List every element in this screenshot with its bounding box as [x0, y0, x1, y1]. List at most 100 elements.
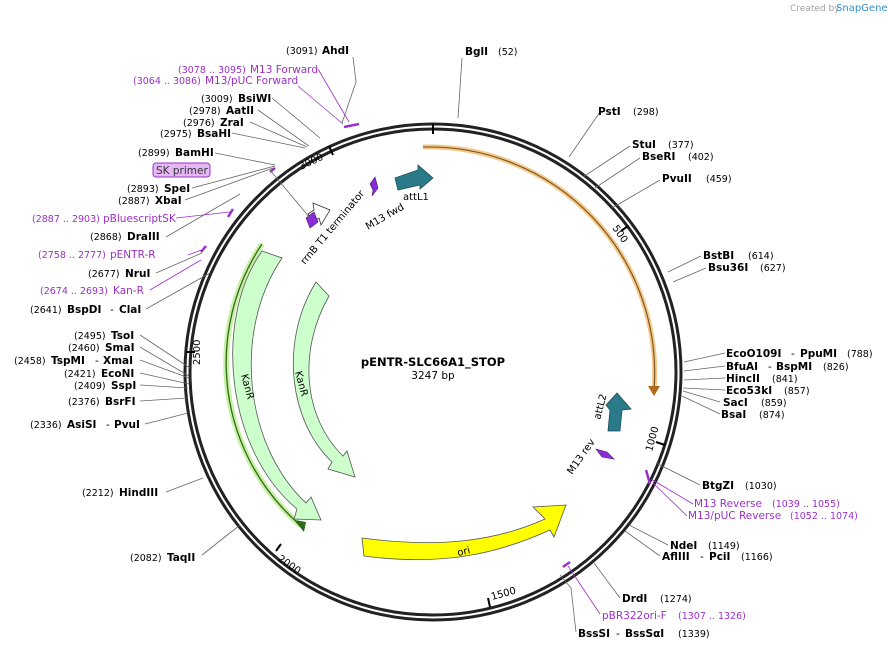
svg-text:(1039 .. 1055): (1039 .. 1055): [772, 499, 840, 510]
primer-label-m13-forward[interactable]: (3078 .. 3095) M13 Forward: [178, 64, 318, 76]
enzyme-label-saci[interactable]: SacI(859): [723, 397, 787, 409]
svg-text:(2887 .. 2903): (2887 .. 2903): [32, 214, 100, 225]
svg-text:(1307 .. 1326): (1307 .. 1326): [678, 611, 746, 622]
enzyme-label-afliii[interactable]: AflIII-PciI(1166): [662, 551, 773, 563]
svg-text:-: -: [700, 551, 704, 563]
svg-text:(2975): (2975): [160, 129, 192, 140]
kanr-inner-feature-arrow: [293, 281, 356, 478]
primer-label-pbr322ori-f[interactable]: pBR322ori-F (1307 .. 1326): [602, 610, 746, 622]
primer-label-pbluescriptsk[interactable]: (2887 .. 2903)pBluescriptSK: [32, 213, 177, 225]
svg-text:(3064 .. 3086): (3064 .. 3086): [133, 76, 201, 87]
svg-text:Eco53kI: Eco53kI: [726, 385, 772, 397]
enzyme-label-eco53ki[interactable]: Eco53kI(857): [726, 385, 810, 397]
enzyme-label-hindiii[interactable]: (2212)HindIII: [82, 487, 158, 499]
svg-text:AatII: AatII: [226, 105, 254, 117]
enzyme-label-draiii[interactable]: (2868)DraIII: [90, 231, 160, 243]
enzyme-label-sspi[interactable]: (2409)SspI: [74, 380, 136, 392]
rrnb-terminator-primer-mark: [305, 211, 319, 229]
svg-text:DrdI: DrdI: [622, 593, 647, 605]
primer-label-sk-primer[interactable]: SK primer: [152, 162, 211, 178]
svg-text:(402): (402): [688, 152, 714, 163]
enzyme-label-bfuai[interactable]: BfuAI-BspMI(826): [726, 361, 849, 373]
svg-text:M13/pUC Forward: M13/pUC Forward: [205, 75, 298, 87]
primer-label-m13-puc-forward[interactable]: (3064 .. 3086) M13/pUC Forward: [133, 75, 298, 87]
plasmid-name: pENTR-SLC66A1_STOP: [361, 355, 505, 370]
svg-text:BsaHI: BsaHI: [197, 128, 231, 140]
svg-text:(2495): (2495): [74, 331, 106, 342]
enzyme-label-bsai[interactable]: BsaI(874): [721, 409, 785, 421]
enzyme-label-tsoi[interactable]: (2495) TsoI: [74, 330, 134, 342]
svg-text:(614): (614): [748, 251, 774, 262]
tick-1000: 1000: [644, 425, 666, 453]
svg-text:BglI: BglI: [465, 46, 488, 58]
enzyme-label-asisi[interactable]: (2336)AsiSI-PvuI: [30, 419, 140, 431]
primer-label-m13-puc-reverse[interactable]: M13/pUC Reverse(1052 .. 1074): [688, 510, 858, 522]
svg-text:EcoNI: EcoNI: [101, 368, 134, 380]
enzyme-label-bseri[interactable]: BseRI(402): [642, 151, 714, 163]
enzyme-label-bsrfi[interactable]: (2376)BsrFI: [68, 396, 136, 408]
svg-text:(2868): (2868): [90, 232, 122, 243]
primer-label-pentr-r[interactable]: (2758 .. 2777)pENTR-R: [38, 249, 156, 261]
svg-text:(3078 .. 3095): (3078 .. 3095): [178, 65, 246, 76]
enzyme-label-bstbi[interactable]: BstBI(614): [703, 250, 774, 262]
enzyme-label-psti[interactable]: PstI(298): [598, 106, 659, 118]
enzyme-label-smai[interactable]: (2460)SmaI: [68, 342, 135, 354]
enzyme-label-btgzi[interactable]: BtgZI(1030): [702, 480, 777, 492]
svg-text:EcoO109I: EcoO109I: [726, 348, 781, 360]
svg-text:TsoI: TsoI: [111, 330, 134, 342]
svg-text:2500: 2500: [192, 340, 203, 365]
svg-text:BsaI: BsaI: [721, 409, 746, 421]
svg-text:BamHI: BamHI: [175, 147, 214, 159]
enzyme-label-bspdi[interactable]: (2641)BspDI-ClaI: [30, 304, 141, 316]
enzyme-label-ahdi[interactable]: (3091)AhdI: [286, 45, 349, 57]
svg-text:M13 Forward: M13 Forward: [250, 64, 318, 76]
enzyme-label-zrai[interactable]: (2976)ZraI: [183, 117, 244, 129]
enzyme-label-bsahi[interactable]: (2975) BsaHI: [160, 128, 231, 140]
svg-text:AhdI: AhdI: [322, 45, 349, 57]
attl1-feature-arrow: [394, 164, 434, 191]
attl1-label: attL1: [403, 192, 429, 203]
enzyme-label-bgli[interactable]: BglI(52): [465, 46, 518, 58]
svg-text:(826): (826): [823, 362, 849, 373]
enzyme-label-stui[interactable]: StuI(377): [632, 139, 694, 151]
enzyme-label-bsu36i[interactable]: Bsu36I(627): [708, 262, 786, 274]
svg-text:-: -: [791, 348, 795, 360]
svg-text:PciI: PciI: [709, 551, 730, 563]
svg-text:-: -: [110, 304, 114, 316]
primer-label-m13-reverse[interactable]: M13 Reverse(1039 .. 1055): [694, 498, 840, 510]
svg-text:BsrFI: BsrFI: [105, 396, 136, 408]
enzyme-label-drdi[interactable]: DrdI(1274): [622, 593, 692, 605]
enzyme-label-xbai[interactable]: (2887)XbaI: [118, 195, 182, 207]
svg-text:(2409): (2409): [74, 381, 106, 392]
enzyme-label-pvuii[interactable]: PvuII(459): [662, 173, 732, 185]
svg-text:(2458): (2458): [14, 356, 46, 367]
svg-text:pBR322ori-F: pBR322ori-F: [602, 610, 667, 622]
enzyme-label-ndei[interactable]: NdeI(1149): [670, 540, 740, 552]
enzyme-label-aatii[interactable]: (2978)AatII: [189, 105, 254, 117]
primer-label-kan-r[interactable]: (2674 .. 2693)Kan-R: [40, 285, 144, 297]
enzyme-label-econi[interactable]: (2421)EcoNI: [64, 368, 134, 380]
enzyme-label-tspmi[interactable]: (2458)TspMI-XmaI: [14, 355, 133, 367]
svg-text:-: -: [95, 355, 99, 367]
enzyme-label-ecoo109i[interactable]: EcoO109I-PpuMI(788): [726, 348, 873, 360]
enzyme-label-hincii[interactable]: HincII(841): [726, 373, 798, 385]
enzyme-label-nrui[interactable]: (2677)NruI: [88, 268, 150, 280]
svg-text:M13/pUC Reverse: M13/pUC Reverse: [688, 510, 781, 522]
rrnb-terminator-label: rrnB T1 terminator: [299, 188, 368, 267]
enzyme-label-bamhi[interactable]: (2899)BamHI: [138, 147, 214, 159]
enzyme-label-bsssi[interactable]: BssSI-BssSαI(1339): [578, 628, 710, 640]
ori-feature-arrow: [361, 504, 567, 561]
enzyme-label-spei[interactable]: (2893)SpeI: [127, 183, 190, 195]
enzyme-label-bsiwi[interactable]: (3009)BsiWI: [201, 93, 271, 105]
svg-text:(627): (627): [760, 263, 786, 274]
svg-text:(2887): (2887): [118, 196, 150, 207]
svg-text:pBluescriptSK: pBluescriptSK: [103, 213, 177, 225]
svg-text:SpeI: SpeI: [164, 183, 190, 195]
svg-text:(2674 .. 2693): (2674 .. 2693): [40, 286, 108, 297]
enzyme-label-taqii[interactable]: (2082)TaqII: [130, 552, 195, 564]
svg-text:(1166): (1166): [741, 552, 773, 563]
svg-text:BssSαI: BssSαI: [625, 628, 664, 640]
primer-leader-lines: [149, 68, 694, 615]
svg-text:(2758 .. 2777): (2758 .. 2777): [38, 250, 106, 261]
svg-text:AsiSI: AsiSI: [67, 419, 96, 431]
